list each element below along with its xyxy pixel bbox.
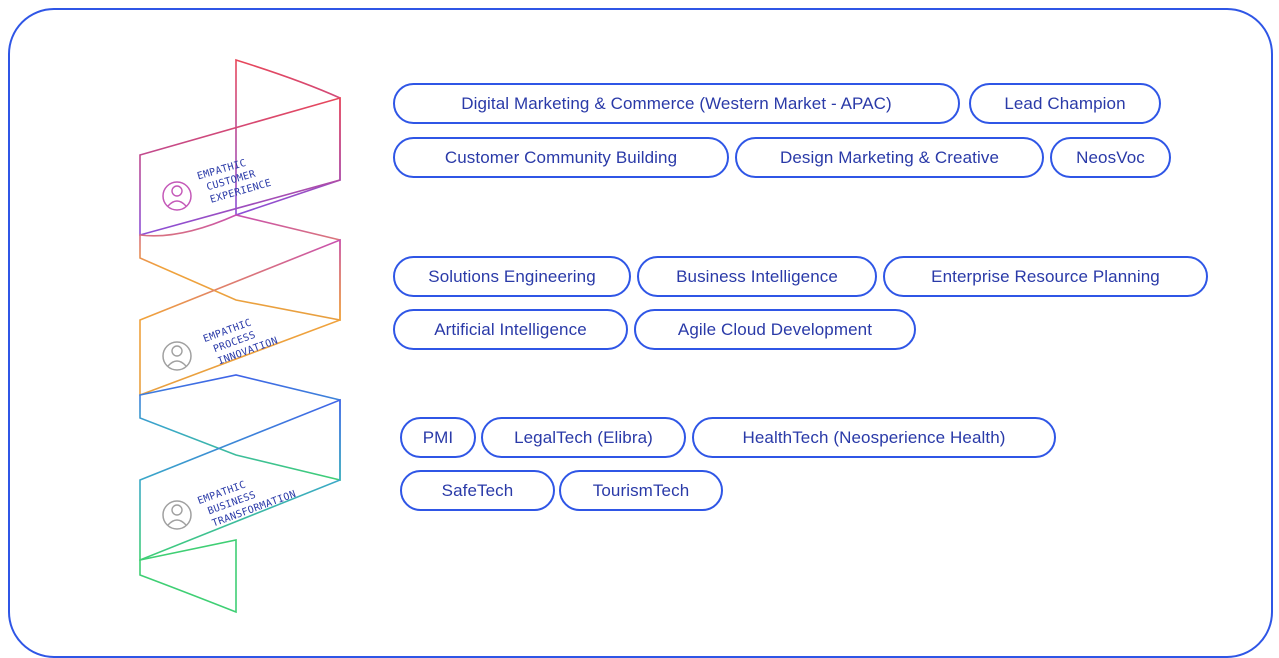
pill-design-marketing: Design Marketing & Creative [735,137,1044,178]
pill-solutions-engineering: Solutions Engineering [393,256,631,297]
pill-safetech: SafeTech [400,470,555,511]
person-icon [162,341,192,371]
pill-erp: Enterprise Resource Planning [883,256,1208,297]
person-icon [162,500,192,530]
pill-artificial-intelligence: Artificial Intelligence [393,309,628,350]
ribbon-back-lower [139,374,341,482]
ribbon-panel-process [139,238,341,397]
pill-healthtech: HealthTech (Neosperience Health) [692,417,1056,458]
ribbon-panel-business [139,398,341,562]
person-icon [162,181,192,211]
ribbon-diagram: EMPATHIC CUSTOMER EXPERIENCE EMPATHIC PR… [139,58,341,614]
pill-lead-champion: Lead Champion [969,83,1161,124]
ribbon-back-middle [139,214,341,321]
pill-agile-cloud: Agile Cloud Development [634,309,916,350]
pill-tourismtech: TourismTech [559,470,723,511]
ribbon-tail [139,539,237,614]
pill-business-intelligence: Business Intelligence [637,256,877,297]
ribbon-panel-customer [139,96,341,237]
pill-customer-community: Customer Community Building [393,137,729,178]
pill-pmi: PMI [400,417,476,458]
pill-digital-marketing: Digital Marketing & Commerce (Western Ma… [393,83,960,124]
pill-neosvoc: NeosVoc [1050,137,1171,178]
pill-legaltech: LegalTech (Elibra) [481,417,686,458]
